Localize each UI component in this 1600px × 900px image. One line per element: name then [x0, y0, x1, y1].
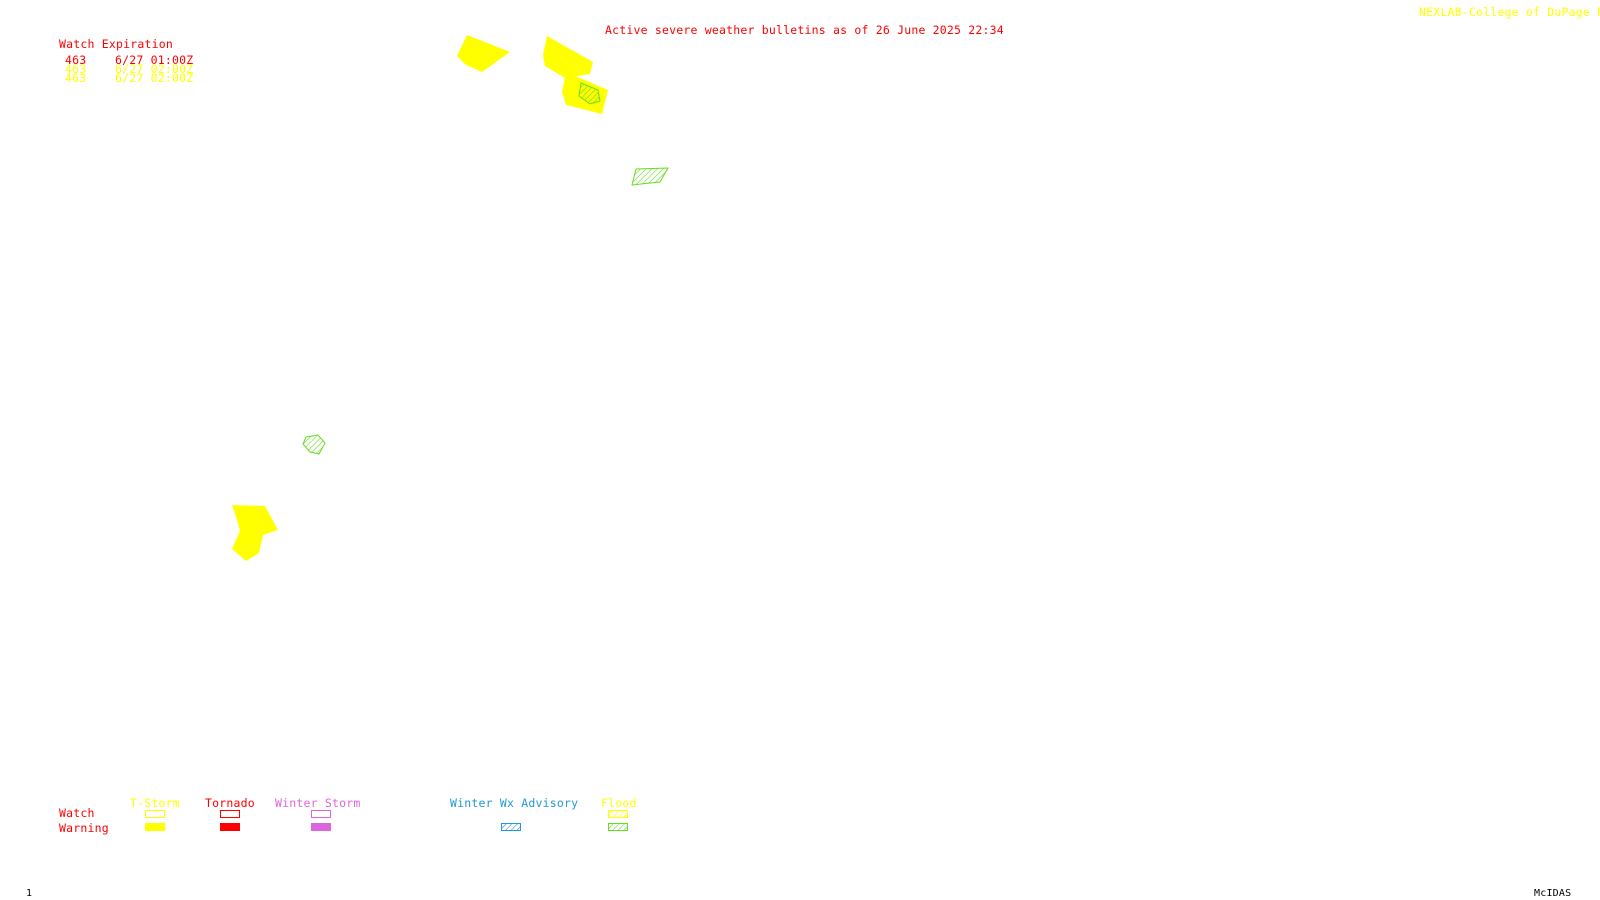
- legend-label-tstorm: T-Storm: [130, 796, 180, 810]
- watch-expiration-heading: Watch Expiration: [59, 37, 173, 51]
- tstorm-warning-polygon-4: [232, 505, 278, 561]
- flood-warning-polygon-2: [631, 167, 669, 186]
- watch-id-3: 463: [65, 71, 87, 85]
- watch-id-2: 463: [65, 62, 87, 76]
- swatch-tornado-watch: [220, 810, 240, 818]
- credit-text: NEXLAB-College of DuPage R: [1419, 5, 1600, 19]
- swatch-tstorm-watch: [145, 810, 165, 818]
- flood-warning-polygon-3: [302, 434, 326, 455]
- swatch-flood-warning: [608, 823, 628, 831]
- swatch-flood-watch: [608, 810, 628, 818]
- swatch-tstorm-warning: [145, 823, 165, 831]
- software-label: McIDAS: [1534, 888, 1572, 899]
- legend-label-flood: Flood: [601, 796, 637, 810]
- legend-label-tornado: Tornado: [205, 796, 255, 810]
- swatch-tornado-warning: [220, 823, 240, 831]
- watch-id-1: 463: [65, 53, 87, 67]
- bulletin-title: Active severe weather bulletins as of 26…: [605, 23, 1004, 37]
- legend-label-winter-wx-advisory: Winter Wx Advisory: [450, 796, 579, 810]
- frame-number: 1: [26, 888, 33, 899]
- tstorm-warning-polygon-1: [457, 35, 510, 72]
- legend-label-winter-storm: Winter Storm: [275, 796, 361, 810]
- watch-time-1: 6/27 01:00Z: [115, 53, 194, 67]
- legend-row-watch: Watch: [59, 806, 95, 820]
- watch-time-2: 6/27 02:00Z: [115, 62, 194, 76]
- swatch-winter-storm-watch: [311, 810, 331, 818]
- swatch-winter-storm-warning: [311, 823, 331, 831]
- flood-warning-polygon-1: [578, 82, 601, 105]
- legend-row-warning: Warning: [59, 821, 109, 835]
- watch-time-3: 6/27 02:00Z: [115, 71, 194, 85]
- swatch-winter-wx-advisory: [501, 823, 521, 831]
- tstorm-warning-polygon-2: [543, 36, 593, 78]
